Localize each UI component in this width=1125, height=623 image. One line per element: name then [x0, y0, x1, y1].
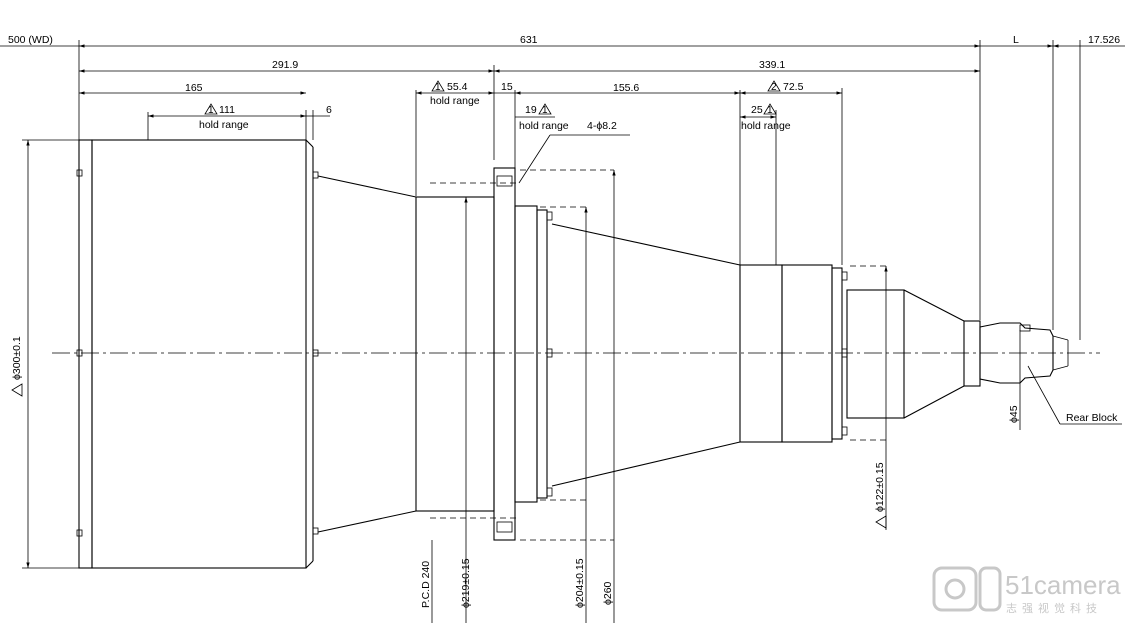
- dim-rear: 17.526: [1088, 34, 1120, 46]
- tri-label-55: 1: [435, 82, 441, 93]
- second-cone: [551, 223, 741, 487]
- pcd-label: P.C.D 240: [420, 561, 432, 608]
- watermark-sub: 志强视觉科技: [1006, 601, 1102, 615]
- holes-label: 4-ϕ8.2: [587, 120, 617, 132]
- tri-marker-25: [763, 103, 777, 115]
- dim-six: 6: [326, 104, 332, 116]
- diameter-dimension-lines: [22, 139, 1021, 623]
- tri-marker-72: [767, 80, 781, 92]
- dim-left-overall: 291.9: [272, 59, 298, 71]
- barrel-and-flange: [415, 167, 614, 541]
- leader-lines: [518, 134, 1122, 425]
- vertical-triangle-markers: [11, 383, 887, 529]
- dim-l: L: [1013, 34, 1019, 46]
- rear-barrel: [739, 264, 905, 443]
- dim-twentyfive: 25: [751, 104, 763, 116]
- dim-wd: 500 (WD): [8, 34, 53, 46]
- dim-front: 165: [185, 82, 203, 94]
- diam-122-label: ϕ122±0.15: [874, 462, 886, 512]
- extension-lines: [78, 40, 1081, 340]
- watermark: 51camera 志强视觉科技: [932, 566, 1121, 615]
- dim-right-overall: 339.1: [759, 59, 785, 71]
- diam-219-label: ϕ219±0.15: [460, 558, 472, 608]
- dimension-lines: [0, 44, 1125, 119]
- dim-nineteen: 19: [525, 104, 537, 116]
- tri-marker-19: [538, 103, 552, 115]
- tri-label-19: 1: [542, 105, 548, 116]
- dim-hold-111: 111: [219, 104, 235, 116]
- first-cone: [317, 175, 417, 533]
- tri-label-111: 1: [208, 105, 214, 116]
- dim-hold-55: 55.4: [447, 81, 468, 93]
- dim-total: 631: [520, 34, 538, 46]
- tri-label-72: 2: [771, 82, 777, 93]
- hold-range-label-2: hold range: [430, 95, 480, 107]
- diam-260-label: ϕ260: [602, 581, 614, 605]
- diam-45-label: ϕ45: [1008, 405, 1020, 423]
- triangle-markers: [204, 80, 781, 115]
- watermark-lens-icon: [944, 578, 966, 600]
- dim-fifteen: 15: [501, 81, 513, 93]
- diam-204-label: ϕ204±0.15: [574, 558, 586, 608]
- watermark-brand: 51camera: [1005, 570, 1121, 600]
- rear-block-label: Rear Block: [1066, 412, 1118, 424]
- dim-mid: 155.6: [613, 82, 639, 94]
- hold-range-label-4: hold range: [741, 120, 791, 132]
- diam-300-label: ϕ300±0.1: [11, 336, 23, 380]
- hold-range-label-1: hold range: [199, 119, 249, 131]
- watermark-logo-icon: [932, 566, 978, 612]
- dim-seventytwo: 72.5: [783, 81, 804, 93]
- dimension-text: 500 (WD) 631 L 17.526 291.9 339.1 165 11…: [8, 34, 1120, 608]
- tri-label-25: 1: [767, 105, 773, 116]
- tri-marker-55: [431, 80, 445, 92]
- front-hood: [76, 139, 319, 569]
- rear-cone-mount: [903, 289, 1069, 419]
- tri-marker-111: [204, 103, 218, 115]
- hold-range-label-3: hold range: [519, 120, 569, 132]
